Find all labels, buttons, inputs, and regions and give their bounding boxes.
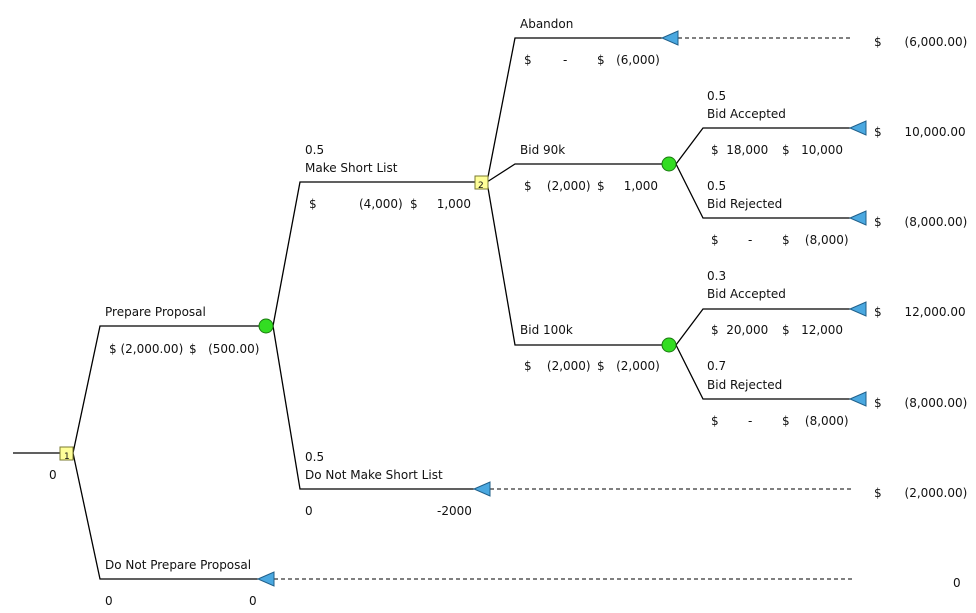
abandon-payoff: $ (6,000.00): [874, 35, 967, 49]
bid90-rejected-label: Bid Rejected: [707, 197, 782, 211]
short-list-cost-currency: $: [309, 197, 317, 211]
decision-node-2[interactable]: 2: [474, 175, 489, 191]
no-short-list-payoff: $ (2,000.00): [874, 486, 967, 500]
bid100-label: Bid 100k: [520, 323, 573, 337]
abandon-cost: -: [563, 53, 567, 67]
short-list-label: Make Short List: [305, 161, 398, 175]
terminal-bid100-rejected[interactable]: [848, 391, 867, 407]
abandon-cost-currency: $: [524, 53, 532, 67]
chance-node-bid-100k[interactable]: [661, 337, 677, 353]
bid100-rejected-value: $ (8,000): [782, 414, 849, 428]
bid90-accepted-payoff: $ 10,000.00: [874, 125, 966, 139]
prepare-proposal-label: Prepare Proposal: [105, 305, 206, 319]
branch-bid-100k[interactable]: [486, 181, 662, 346]
bid100-accepted-value: $ 12,000: [782, 323, 843, 337]
decision-node-2-id: 2: [478, 181, 484, 191]
prepare-proposal-ev: $ (500.00): [189, 342, 259, 356]
decision-node-1[interactable]: 1: [59, 446, 74, 462]
bid100-cost: $ (2,000): [524, 359, 591, 373]
terminal-no-short-list[interactable]: [472, 481, 491, 497]
bid90-ev: $ 1,000: [597, 179, 658, 193]
short-list-ev: $ 1,000: [410, 197, 471, 211]
bid90-rejected-payoff: $ (8,000.00): [874, 215, 967, 229]
bid100-accepted-prob: 0.3: [707, 269, 726, 283]
not-prepare-payoff: 0: [953, 576, 961, 590]
bid90-rejected-value: $ (8,000): [782, 233, 849, 247]
root-value: 0: [49, 468, 57, 482]
branch-prepare-proposal[interactable]: [72, 325, 260, 454]
bid100-accepted-payoff: $ 12,000.00: [874, 305, 966, 319]
bid100-accepted-cost: $ 20,000: [711, 323, 768, 337]
terminal-bid90-accepted[interactable]: [848, 120, 867, 136]
terminal-bid100-accepted[interactable]: [848, 301, 867, 317]
labels: 0 Prepare Proposal $ (2,000.00) $ (500.0…: [49, 17, 967, 608]
bid90-accepted-cost: $ 18,000: [711, 143, 768, 157]
branch-bid100-rejected[interactable]: [675, 344, 850, 400]
bid90-rejected-prob: 0.5: [707, 179, 726, 193]
no-short-list-label: Do Not Make Short List: [305, 468, 443, 482]
chance-node-bid-90k[interactable]: [661, 156, 677, 172]
branch-bid-90k[interactable]: [486, 163, 662, 183]
terminal-bid90-rejected[interactable]: [848, 210, 867, 226]
branch-bid90-rejected[interactable]: [675, 163, 850, 219]
decision-node-1-id: 1: [64, 452, 70, 462]
abandon-label: Abandon: [520, 17, 573, 31]
abandon-value: $ (6,000): [597, 53, 660, 67]
bid90-rejected-cost: -: [748, 233, 752, 247]
chance-node-short-list[interactable]: [258, 318, 274, 334]
not-prepare-cost: 0: [105, 594, 113, 608]
short-list-cost: (4,000): [359, 197, 403, 211]
no-short-list-value: -2000: [437, 504, 472, 518]
branch-lines: [13, 37, 852, 580]
bid90-rejected-cost-currency: $: [711, 233, 719, 247]
nodes: 1 2: [59, 30, 867, 587]
not-prepare-label: Do Not Prepare Proposal: [105, 558, 251, 572]
branch-bid100-accepted[interactable]: [675, 308, 850, 346]
branch-bid90-accepted[interactable]: [675, 127, 850, 165]
not-prepare-value: 0: [249, 594, 257, 608]
bid100-rejected-cost-currency: $: [711, 414, 719, 428]
bid100-rejected-label: Bid Rejected: [707, 378, 782, 392]
bid100-ev: $ (2,000): [597, 359, 660, 373]
bid100-rejected-cost: -: [748, 414, 752, 428]
short-list-prob: 0.5: [305, 143, 324, 157]
terminal-abandon[interactable]: [660, 30, 679, 46]
bid90-accepted-label: Bid Accepted: [707, 107, 786, 121]
branch-do-not-prepare[interactable]: [72, 452, 258, 580]
branch-make-short-list[interactable]: [272, 181, 475, 327]
bid100-rejected-prob: 0.7: [707, 359, 726, 373]
no-short-list-prob: 0.5: [305, 450, 324, 464]
no-short-list-cost: 0: [305, 504, 313, 518]
bid100-accepted-label: Bid Accepted: [707, 287, 786, 301]
bid90-cost: $ (2,000): [524, 179, 591, 193]
bid100-rejected-payoff: $ (8,000.00): [874, 396, 967, 410]
branch-abandon[interactable]: [486, 37, 662, 183]
prepare-proposal-cost: $ (2,000.00): [109, 342, 183, 356]
bid90-accepted-value: $ 10,000: [782, 143, 843, 157]
branch-do-not-make-short-list[interactable]: [272, 325, 474, 490]
bid90-label: Bid 90k: [520, 143, 565, 157]
bid90-accepted-prob: 0.5: [707, 89, 726, 103]
terminal-not-prepare[interactable]: [256, 571, 275, 587]
